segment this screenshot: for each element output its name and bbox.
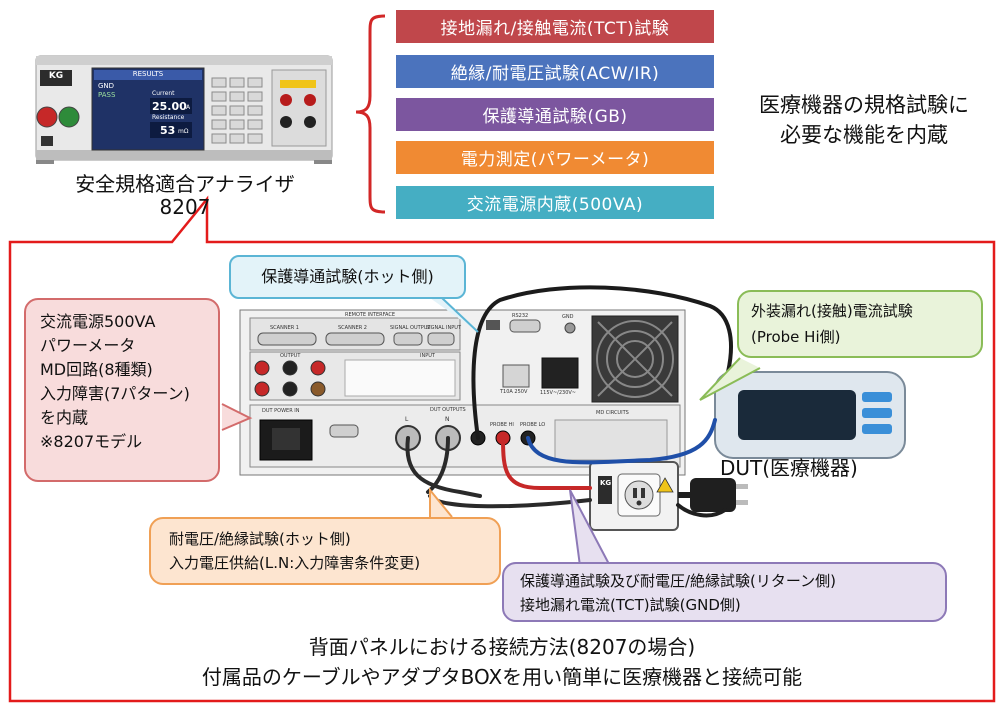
screen-current-unit: A — [186, 104, 191, 111]
label-gnd-terminal: GND — [562, 314, 574, 320]
hipot-line-1: 耐電圧/絶縁試験(ホット側) — [169, 530, 351, 548]
product-model: 8207 — [159, 195, 211, 219]
screen-resistance-unit: mΩ — [178, 128, 189, 135]
rear-panel-frame — [8, 195, 996, 703]
front-logo-badge — [40, 70, 72, 86]
callout-hipot-hot-side: 耐電圧/絶縁試験(ホット側) 入力電圧供給(L.N:入力障害条件変更) — [149, 517, 501, 585]
label-signal-output: SIGNAL OUTPUT — [390, 325, 431, 331]
label-n: N — [445, 416, 450, 423]
screen-title: RESULTS — [132, 70, 164, 78]
screen-current-label: Current — [152, 90, 175, 97]
label-output: OUTPUT — [280, 353, 301, 359]
screen-current-value: 25.00 — [152, 100, 187, 113]
label-probe-lo: PROBE LO — [520, 422, 546, 428]
dut-device-image — [714, 371, 906, 459]
internal-line-1: 交流電源500VA — [40, 312, 156, 331]
product-name: 安全規格適合アナライザ — [75, 172, 295, 196]
label-remote-interface: REMOTE INTERFACE — [345, 312, 395, 318]
internal-line-3: MD回路(8種類) — [40, 360, 153, 379]
feature-gb-test: 保護導通試験(GB) — [396, 98, 714, 131]
label-l: L — [405, 416, 409, 423]
callout-internal-features: 交流電源500VA パワーメータ MD回路(8種類) 入力障害(7パターン) を… — [24, 298, 220, 482]
adapter-logo: KG — [600, 479, 612, 487]
caption-line-1: 背面パネルにおける接続方法(8207の場合) — [308, 635, 696, 659]
label-probe-hi: PROBE HI — [490, 422, 514, 428]
enclosure-line-1: 外装漏れ(接触)電流試験 — [751, 302, 913, 320]
label-fuse: T10A 250V — [500, 389, 528, 395]
label-rs232: RS232 — [512, 313, 529, 319]
feature-ac-source: 交流電源内蔵(500VA) — [396, 186, 714, 219]
feature-power-meter: 電力測定(パワーメータ) — [396, 141, 714, 174]
feature-acw-ir-test: 絶縁/耐電圧試験(ACW/IR) — [396, 55, 714, 88]
plug-image — [678, 478, 748, 512]
pointer-internal — [221, 403, 253, 431]
label-dut-outputs: DUT OUTPUTS — [430, 407, 466, 413]
internal-line-4: 入力障害(7パターン) — [40, 384, 190, 403]
label-signal-input: SIGNAL INPUT — [426, 325, 462, 331]
label-ac-in: 115V~/230V~ — [540, 390, 576, 396]
internal-line-2: パワーメータ — [40, 336, 136, 355]
screen-status: PASS — [98, 91, 116, 99]
callout-return-side: 保護導通試験及び耐電圧/絶縁試験(リターン側) 接地漏れ電流(TCT)試験(GN… — [502, 562, 947, 622]
label-input: INPUT — [420, 353, 435, 359]
screen-mode: GND — [98, 82, 115, 90]
front-logo: KG — [48, 71, 64, 81]
feature-brace — [355, 14, 386, 214]
enclosure-line-2: (Probe Hi側) — [751, 328, 841, 346]
stop-button — [36, 106, 58, 128]
adapter-box-image — [589, 461, 679, 531]
analyzer-rear-panel — [239, 309, 686, 476]
feature-summary-line-1: 医療機器の規格試験に — [759, 93, 969, 117]
pointer-hipot — [429, 487, 453, 518]
hipot-line-2: 入力電圧供給(L.N:入力障害条件変更) — [169, 554, 421, 572]
label-scanner2: SCANNER 2 — [338, 325, 367, 331]
pointer-return — [569, 489, 611, 567]
screen-resistance-label: Resistance — [152, 114, 185, 121]
feature-summary: 医療機器の規格試験に 必要な機能を内蔵 — [730, 90, 998, 150]
analyzer-front-image — [35, 55, 333, 164]
pointer-enclosure — [699, 357, 761, 401]
label-scanner1: SCANNER 1 — [270, 325, 299, 331]
feature-summary-line-2: 必要な機能を内蔵 — [780, 123, 948, 147]
bottom-caption: 背面パネルにおける接続方法(8207の場合) 付属品のケーブルやアダプタBOXを… — [12, 632, 992, 692]
return-line-1: 保護導通試験及び耐電圧/絶縁試験(リターン側) — [520, 572, 837, 590]
dut-label: DUT(医療機器) — [720, 456, 858, 480]
caption-line-2: 付属品のケーブルやアダプタBOXを用い簡単に医療機器と接続可能 — [201, 665, 803, 689]
label-md-circuits: MD CIRCUITS — [596, 410, 629, 416]
return-line-2: 接地漏れ電流(TCT)試験(GND側) — [520, 596, 741, 614]
screen-resistance-value: 53 — [160, 124, 176, 137]
callout-enclosure-leakage: 外装漏れ(接触)電流試験 (Probe Hi側) — [737, 290, 983, 358]
internal-line-5: を内蔵 — [40, 408, 89, 427]
feature-tct-test: 接地漏れ/接触電流(TCT)試験 — [396, 10, 714, 43]
label-dut-power: DUT POWER IN — [262, 408, 300, 414]
callout-hot-side: 保護導通試験(ホット側) — [229, 255, 466, 299]
test-button — [58, 106, 80, 128]
internal-line-6: ※8207モデル — [40, 432, 143, 451]
